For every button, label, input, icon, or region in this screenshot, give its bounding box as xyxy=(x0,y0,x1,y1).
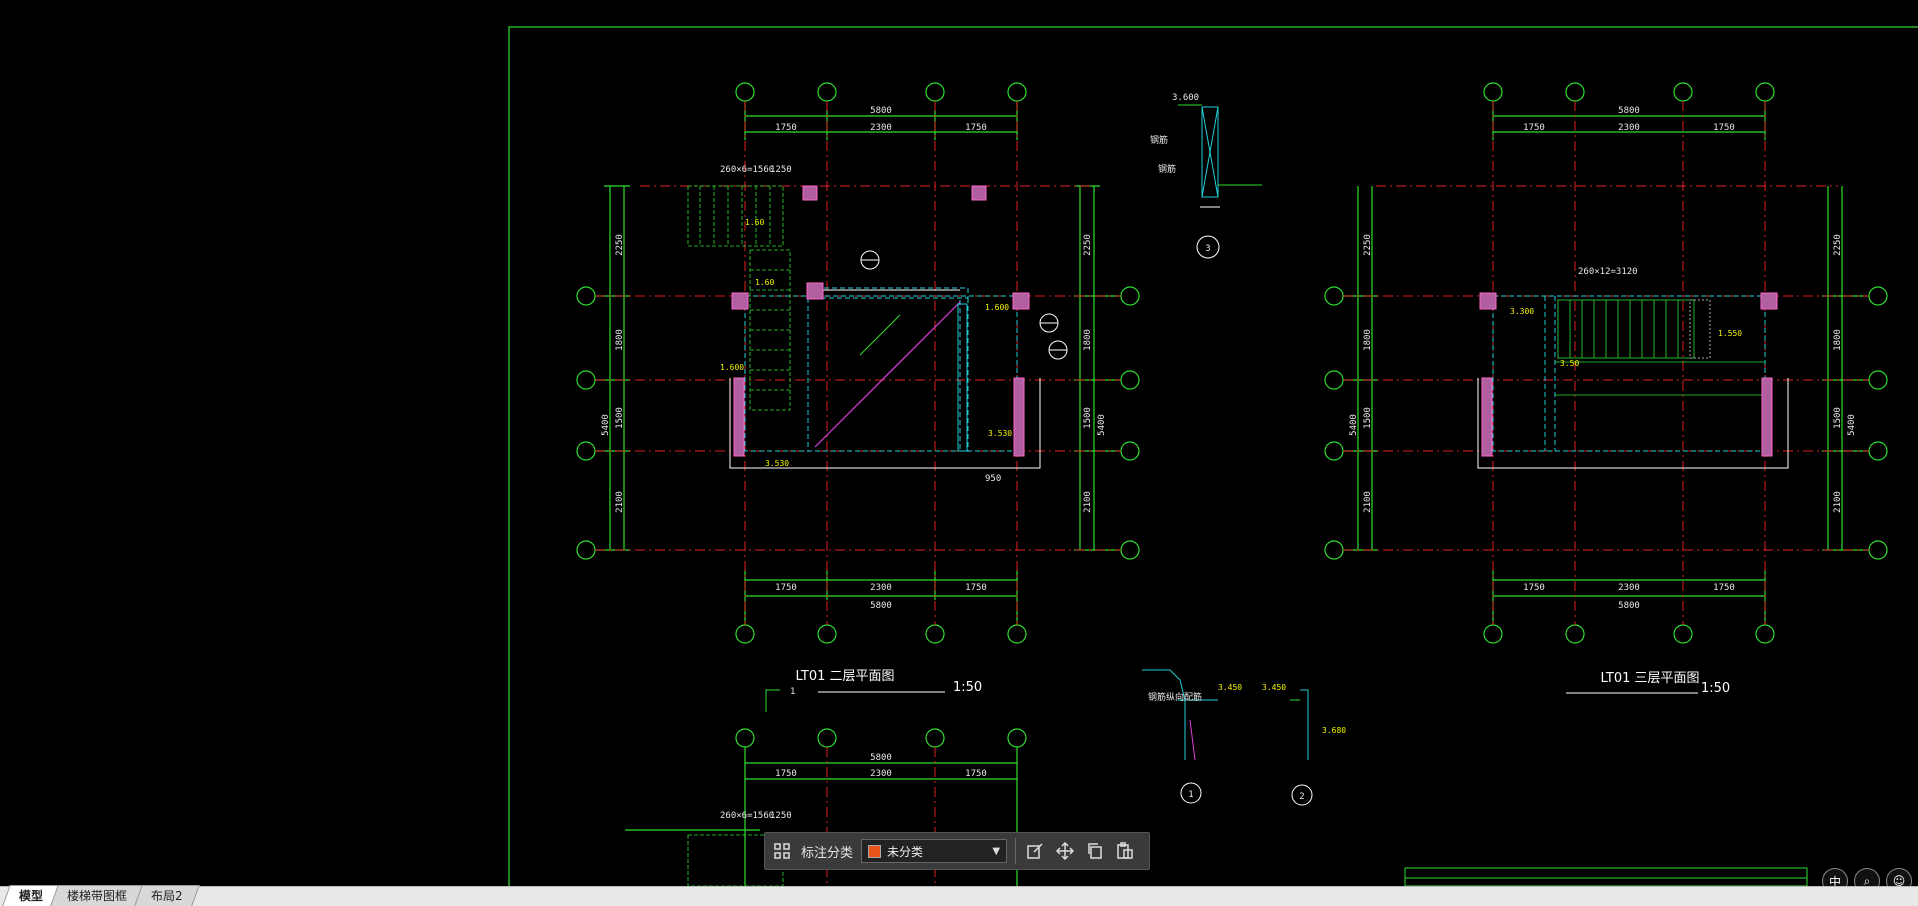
svg-text:1250: 1250 xyxy=(770,165,792,175)
svg-text:1750: 1750 xyxy=(965,123,987,133)
svg-text:钢筋纵向配筋: 钢筋纵向配筋 xyxy=(1148,691,1202,703)
svg-text:钢筋: 钢筋 xyxy=(1158,163,1176,175)
svg-text:1800: 1800 xyxy=(1363,329,1373,351)
svg-text:1500: 1500 xyxy=(1363,407,1373,429)
svg-text:LT01 三层平面图: LT01 三层平面图 xyxy=(1600,671,1699,686)
svg-text:5800: 5800 xyxy=(870,601,892,611)
svg-text:2250: 2250 xyxy=(1083,234,1093,256)
svg-text:1: 1 xyxy=(790,687,795,697)
svg-text:3.530: 3.530 xyxy=(765,459,789,468)
svg-text:2250: 2250 xyxy=(1363,234,1373,256)
svg-text:2: 2 xyxy=(1299,792,1304,802)
svg-text:3.300: 3.300 xyxy=(1510,307,1534,316)
cad-drawing-canvas[interactable]: 5800 1750 2300 1750 1750 2300 1750 5800 … xyxy=(0,0,1918,886)
svg-text:1500: 1500 xyxy=(1833,407,1843,429)
svg-text:2300: 2300 xyxy=(1618,583,1640,593)
svg-text:1.600: 1.600 xyxy=(985,303,1009,312)
grid-icon[interactable] xyxy=(771,840,793,862)
category-label: 标注分类 xyxy=(801,845,854,861)
svg-text:钢筋: 钢筋 xyxy=(1150,134,1168,146)
svg-text:3.680: 3.680 xyxy=(1322,726,1346,735)
svg-text:260×6=1560: 260×6=1560 xyxy=(720,165,774,175)
svg-text:950: 950 xyxy=(985,474,1001,484)
svg-text:1.600: 1.600 xyxy=(720,363,744,372)
svg-text:2100: 2100 xyxy=(1083,491,1093,513)
svg-text:1800: 1800 xyxy=(615,329,625,351)
svg-text:5400: 5400 xyxy=(1349,414,1359,436)
svg-text:260×6=1560: 260×6=1560 xyxy=(720,811,774,821)
svg-text:5400: 5400 xyxy=(601,414,611,436)
svg-text:1750: 1750 xyxy=(1523,583,1545,593)
svg-text:5400: 5400 xyxy=(1847,414,1857,436)
svg-text:2100: 2100 xyxy=(1363,491,1373,513)
svg-text:1750: 1750 xyxy=(1713,123,1735,133)
edit-icon[interactable] xyxy=(1024,840,1046,862)
svg-text:1500: 1500 xyxy=(615,407,625,429)
svg-text:3.50: 3.50 xyxy=(1560,359,1579,368)
svg-text:1.60: 1.60 xyxy=(745,218,764,227)
svg-text:2300: 2300 xyxy=(870,123,892,133)
svg-text:1:50: 1:50 xyxy=(953,680,982,695)
category-color-swatch xyxy=(868,844,882,858)
svg-text:1750: 1750 xyxy=(1523,123,1545,133)
svg-text:1750: 1750 xyxy=(965,583,987,593)
svg-text:5800: 5800 xyxy=(870,753,892,763)
category-select-value: 未分类 xyxy=(887,844,924,859)
svg-text:2100: 2100 xyxy=(1833,491,1843,513)
svg-text:1750: 1750 xyxy=(775,583,797,593)
svg-text:3.450: 3.450 xyxy=(1262,683,1286,692)
svg-text:1250: 1250 xyxy=(770,811,792,821)
svg-text:2100: 2100 xyxy=(615,491,625,513)
plan-c-partial: 5800 1750 2300 1750 260×6=1560 1250 xyxy=(625,728,1027,886)
svg-text:2250: 2250 xyxy=(1833,234,1843,256)
svg-text:2250: 2250 xyxy=(615,234,625,256)
svg-text:1750: 1750 xyxy=(775,123,797,133)
svg-text:1800: 1800 xyxy=(1083,329,1093,351)
plan-a: 5800 1750 2300 1750 1750 2300 1750 5800 … xyxy=(576,82,1140,712)
svg-text:1:50: 1:50 xyxy=(1701,681,1730,696)
tab-layout-2[interactable]: 布局2 xyxy=(134,885,200,906)
svg-text:3.450: 3.450 xyxy=(1218,683,1242,692)
layout-tab-bar: 模型 楼梯带图框 布局2 xyxy=(0,885,1918,906)
copy-icon[interactable] xyxy=(1084,840,1106,862)
svg-text:1.550: 1.550 xyxy=(1718,329,1742,338)
move-icon[interactable] xyxy=(1054,840,1076,862)
paste-icon[interactable] xyxy=(1114,840,1136,862)
svg-text:5800: 5800 xyxy=(870,106,892,116)
svg-text:1750: 1750 xyxy=(1713,583,1735,593)
svg-text:2300: 2300 xyxy=(870,769,892,779)
svg-text:1: 1 xyxy=(1188,790,1193,800)
detail-3: 3 3.600 钢筋 钢筋 xyxy=(1150,93,1262,259)
plan-b: 5800 1750 2300 1750 1750 2300 1750 5800 … xyxy=(1324,82,1888,696)
toolbar-divider xyxy=(1015,838,1017,864)
svg-text:5800: 5800 xyxy=(1618,106,1640,116)
tab-stair-frame[interactable]: 楼梯带图框 xyxy=(50,885,144,906)
sheet-border xyxy=(508,26,1918,886)
annotation-toolbar: 标注分类 未分类 ▼ xyxy=(764,832,1150,870)
details-1-2: 3.450 3.680 3.450 钢筋纵向配筋 1 2 xyxy=(1142,669,1346,806)
svg-text:1800: 1800 xyxy=(1833,329,1843,351)
svg-text:5400: 5400 xyxy=(1097,414,1107,436)
svg-text:3.530: 3.530 xyxy=(988,429,1012,438)
chevron-down-icon: ▼ xyxy=(992,845,1001,857)
svg-text:1500: 1500 xyxy=(1083,407,1093,429)
svg-text:LT01 二层平面图: LT01 二层平面图 xyxy=(795,669,894,684)
svg-text:1.60: 1.60 xyxy=(755,278,774,287)
svg-text:3: 3 xyxy=(1205,244,1210,254)
svg-text:3.600: 3.600 xyxy=(1172,93,1199,103)
svg-text:260×12=3120: 260×12=3120 xyxy=(1578,267,1638,277)
svg-text:2300: 2300 xyxy=(870,583,892,593)
svg-text:2300: 2300 xyxy=(1618,123,1640,133)
plan-d-partial xyxy=(1404,867,1808,886)
svg-text:1750: 1750 xyxy=(775,769,797,779)
category-select[interactable]: 未分类 ▼ xyxy=(861,839,1008,863)
svg-text:1750: 1750 xyxy=(965,769,987,779)
svg-text:5800: 5800 xyxy=(1618,601,1640,611)
